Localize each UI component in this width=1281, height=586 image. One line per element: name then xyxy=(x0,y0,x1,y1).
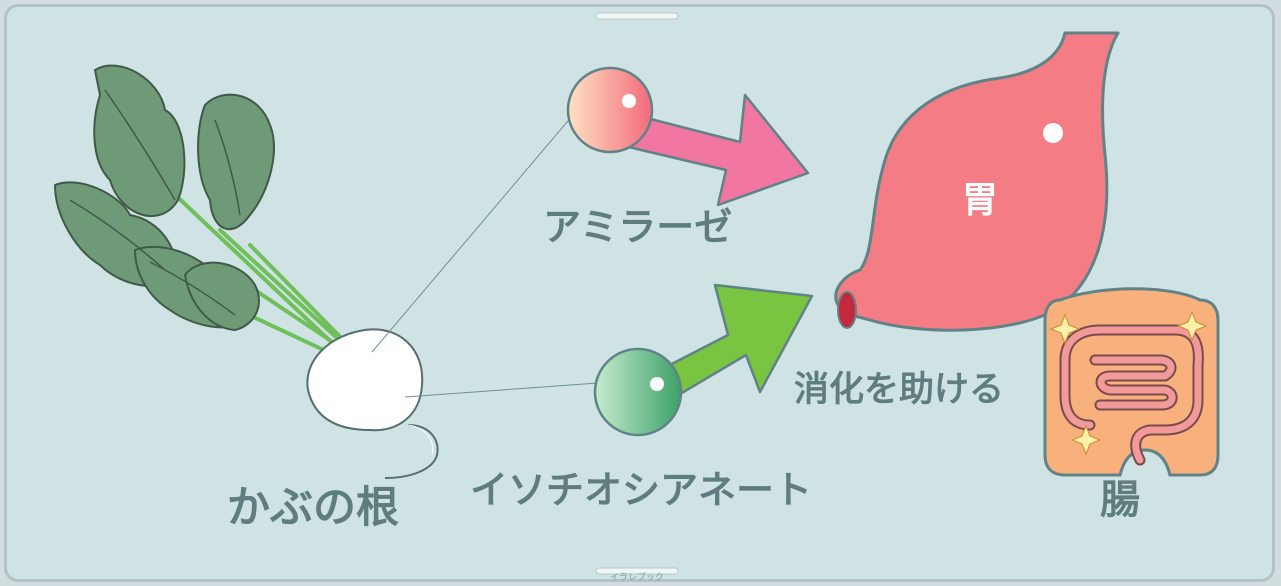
isothiocyanate-arrow xyxy=(658,283,814,402)
connector-amylase xyxy=(371,114,574,353)
connector-isothiocyanate xyxy=(404,382,599,398)
stomach-label: 胃 xyxy=(962,180,999,221)
isothiocyanate-label: イソチオシアネート xyxy=(470,468,813,512)
turnip-root-label: かぶの根 xyxy=(227,483,399,533)
turnip-illustration xyxy=(54,64,439,479)
amylase-enzyme-circle xyxy=(566,66,654,154)
frame-tab-top xyxy=(595,12,679,20)
amylase-arrow xyxy=(618,93,810,207)
stomach-illustration xyxy=(834,31,1120,332)
intestine-label: 腸 xyxy=(1100,477,1140,523)
intestine-illustration xyxy=(1043,287,1220,477)
amylase-highlight xyxy=(622,94,636,108)
sparkle-icons xyxy=(1049,310,1208,456)
credit-text: イラレブック xyxy=(610,573,665,583)
amylase-label: アミラーゼ xyxy=(543,205,733,249)
isothiocyanate-highlight xyxy=(650,377,664,391)
isothiocyanate-circle xyxy=(593,347,683,437)
aids-digestion-label: 消化を助ける xyxy=(794,370,1005,410)
frame-tab-bottom xyxy=(595,567,679,575)
